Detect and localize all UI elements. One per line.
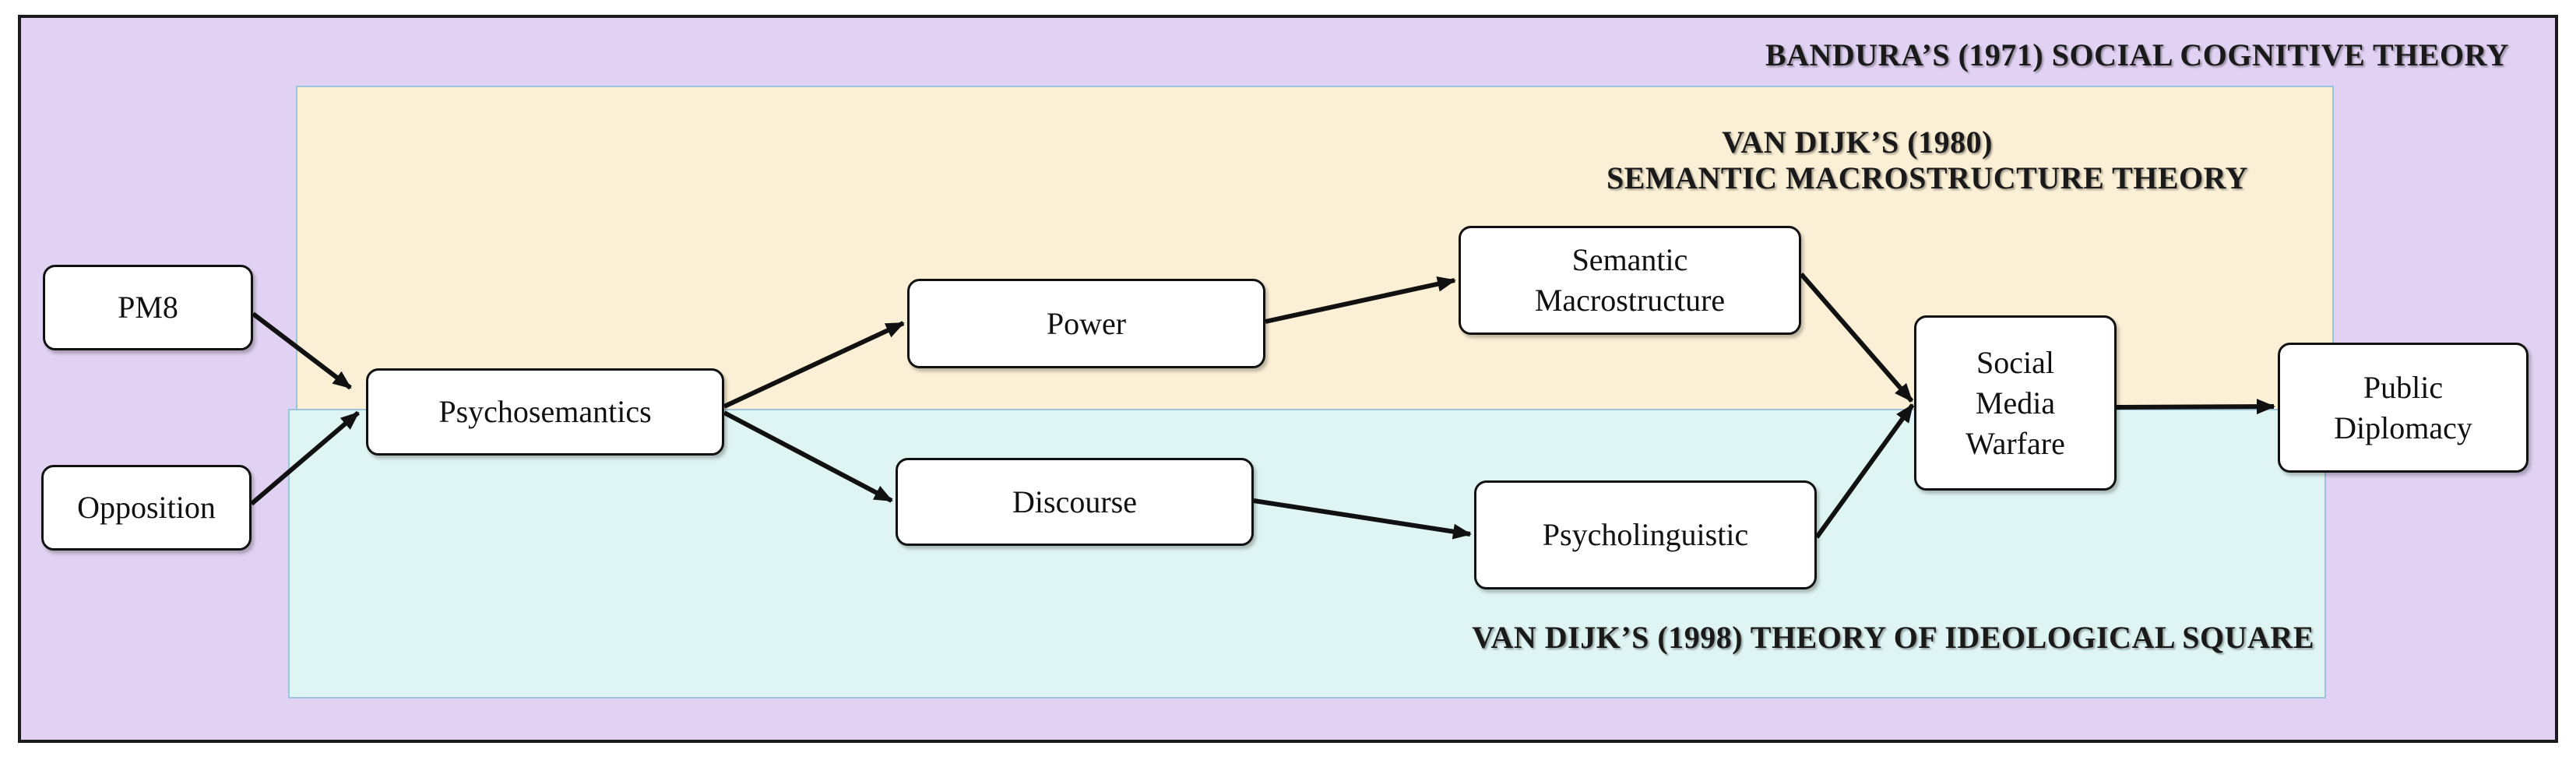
semantic-macrostructure-theory-label: VAN DIJK’S (1980) SEMANTIC MACROSTRUCTUR…: [1402, 125, 2313, 196]
social-media-warfare-node: Social Media Warfare: [1914, 315, 2117, 491]
psycholinguistic-node: Psycholinguistic: [1474, 480, 1817, 589]
opposition-node: Opposition: [41, 465, 252, 551]
public-diplomacy-node: Public Diplomacy: [2278, 343, 2528, 473]
ideological-square-theory-label: VAN DIJK’S (1998) THEORY OF IDEOLOGICAL …: [1472, 620, 2314, 655]
public-diplomacy-label: Public Diplomacy: [2334, 369, 2472, 445]
psychosemantics-node: Psychosemantics: [366, 368, 724, 456]
semantic-theory-label-line1: VAN DIJK’S (1980): [1722, 125, 1993, 160]
bandura-theory-label: BANDURA’S (1971) SOCIAL COGNITIVE THEORY: [1765, 37, 2509, 72]
pm8-label: PM8: [118, 290, 178, 325]
power-node: Power: [907, 279, 1265, 368]
semantic-macrostructure-label: Semantic Macrostructure: [1534, 242, 1726, 318]
pm8-node: PM8: [43, 265, 253, 350]
semantic-macrostructure-node: Semantic Macrostructure: [1459, 226, 1801, 335]
discourse-label: Discourse: [1012, 484, 1137, 519]
semantic-theory-label-line2: SEMANTIC MACROSTRUCTURE THEORY: [1606, 160, 2249, 195]
psychosemantics-label: Psychosemantics: [438, 394, 652, 429]
discourse-node: Discourse: [896, 458, 1254, 546]
power-label: Power: [1046, 305, 1127, 341]
psycholinguistic-label: Psycholinguistic: [1542, 517, 1749, 552]
opposition-label: Opposition: [77, 490, 216, 525]
social-media-warfare-label: Social Media Warfare: [1965, 344, 2065, 461]
